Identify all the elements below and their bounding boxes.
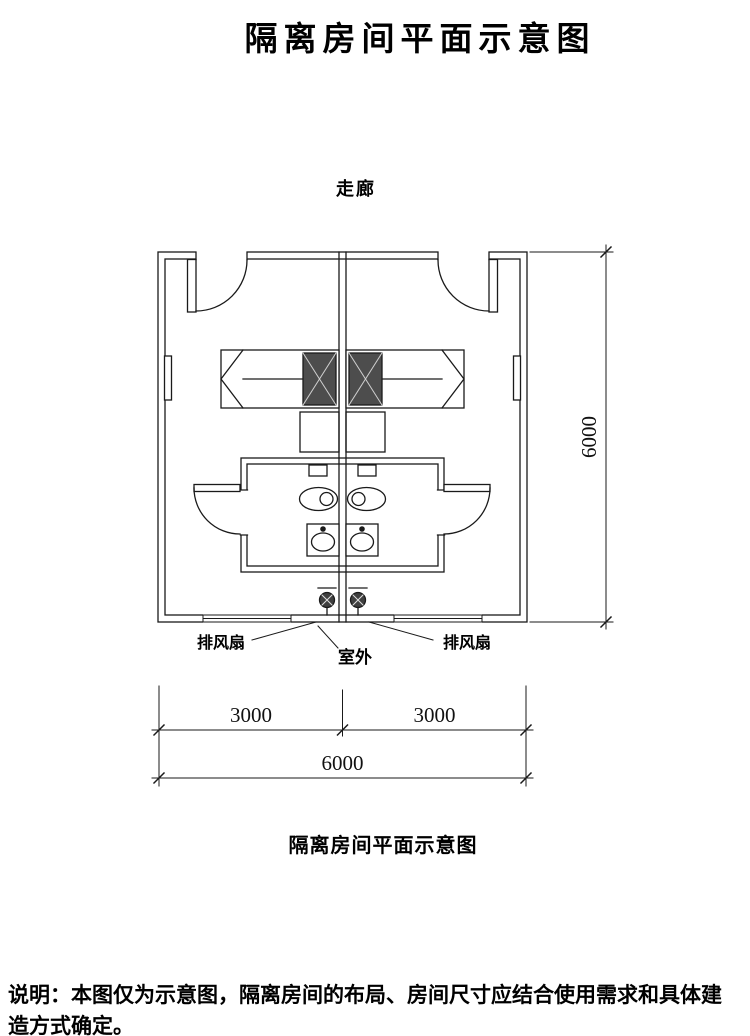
corridor-label: 走廊 (336, 179, 376, 199)
exhaust-fan-left (317, 587, 337, 616)
exhaust-fan-right-label: 排风扇 (442, 635, 491, 652)
dimension-width-total: 6000 (321, 751, 364, 775)
dimension-right (529, 244, 614, 630)
exhaust-fan-right (348, 587, 368, 616)
bed-left (220, 349, 340, 409)
dimension-width-right: 3000 (413, 703, 456, 727)
outdoor-label: 室外 (338, 648, 372, 667)
sink-left (306, 523, 340, 557)
note-text: 说明：本图仅为示意图，隔离房间的布局、房间尺寸应结合使用需求和具体建造方式确定。 (8, 984, 722, 1036)
entry-door-left (186, 258, 248, 313)
bathroom-door-left (193, 483, 241, 535)
exhaust-fan-left-label: 排风扇 (196, 635, 245, 652)
bottom-window-right (393, 614, 483, 623)
dimension-width-left: 3000 (230, 703, 272, 727)
sink-right (345, 523, 379, 557)
leader-lines (251, 621, 434, 649)
entry-door-right (437, 258, 499, 313)
dimension-bottom (151, 685, 534, 787)
toilet-right (346, 464, 387, 512)
nightstand-right (345, 411, 386, 453)
window-left (163, 355, 173, 401)
page-title: 隔离房间平面示意图 (244, 20, 596, 57)
opening-jambs (195, 251, 490, 536)
plan-caption: 隔离房间平面示意图 (288, 835, 478, 857)
toilet-left (298, 464, 339, 512)
bottom-window-left (202, 614, 292, 623)
window-right (512, 355, 522, 401)
bed-right (345, 349, 465, 409)
wall-openings (195, 250, 490, 624)
nightstand-left (299, 411, 340, 453)
dimension-height-total: 6000 (577, 416, 601, 458)
walls (157, 251, 528, 623)
bathroom-door-right (443, 483, 491, 535)
